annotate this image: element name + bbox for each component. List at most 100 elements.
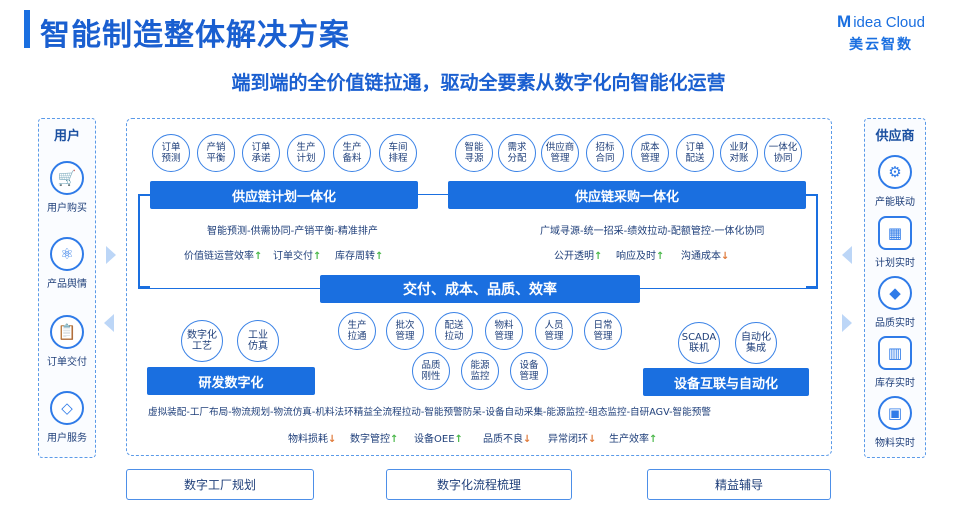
calendar-icon: ▦: [878, 216, 912, 250]
supplier-panel: 供应商 ⚙ 产能联动 ▦ 计划实时 ◆ 品质实时 ▥ 库存实时 ▣ 物料实时: [864, 118, 926, 458]
purchase-circle-0: 智能寻源: [455, 134, 493, 172]
purchase-circle-4: 成本管理: [631, 134, 669, 172]
supplier-item-capacity: ⚙ 产能联动: [865, 155, 925, 208]
bottom-metric-1: 数字管控↑: [350, 434, 399, 445]
up-arrow-icon: ↑: [594, 251, 603, 262]
gear-icon: ⚙: [878, 155, 912, 189]
user-item-purchase: 🛒 用户购买: [39, 161, 95, 214]
plan-desc: 智能预测-供需协同-产销平衡-精准排产: [207, 226, 378, 237]
bottom-metric-0: 物料损耗↓: [288, 434, 337, 445]
main-diagram-box: [126, 118, 832, 456]
up-arrow-icon: ↑: [375, 251, 384, 262]
mid-circle-3: 物料管理: [485, 312, 523, 350]
up-arrow-icon: ↑: [649, 434, 658, 445]
diamond-icon: ◇: [50, 391, 84, 425]
plan-circle-5: 车间排程: [379, 134, 417, 172]
arrow-right-icon: [842, 314, 852, 332]
purchase-metric-1: 响应及时↑: [616, 251, 665, 262]
mid-circle-4: 人员管理: [535, 312, 573, 350]
supplier-item-plan: ▦ 计划实时: [865, 216, 925, 269]
mid-circle-0: 生产拉通: [338, 312, 376, 350]
user-item-service: ◇ 用户服务: [39, 391, 95, 444]
page-subtitle: 端到端的全价值链拉通，驱动全要素从数字化向智能化运营: [231, 72, 726, 94]
up-arrow-icon: ↑: [254, 251, 263, 262]
supplier-item-quality: ◆ 品质实时: [865, 276, 925, 329]
device-bar: 设备互联与自动化: [643, 368, 809, 396]
network-icon: ⚛: [50, 237, 84, 271]
bottom-metric-2: 设备OEE↑: [414, 434, 463, 445]
mid-circle-6: 品质刚性: [412, 352, 450, 390]
mid-circle-7: 能源监控: [461, 352, 499, 390]
plan-circle-0: 订单预测: [152, 134, 190, 172]
mid-circle-5: 日常管理: [584, 312, 622, 350]
device-circle-1: 自动化集成: [735, 322, 777, 364]
down-arrow-icon: ↓: [721, 251, 730, 262]
plan-circle-2: 订单承诺: [242, 134, 280, 172]
mid-circle-1: 批次管理: [386, 312, 424, 350]
arrow-left-icon: [104, 314, 114, 332]
loop-top-link: [418, 194, 448, 195]
purchase-circle-6: 业财对账: [720, 134, 758, 172]
rd-circle-0: 数字化工艺: [181, 320, 223, 362]
loop-bottom-right: [640, 288, 818, 289]
up-arrow-icon: ↑: [656, 251, 665, 262]
plan-circle-3: 生产计划: [287, 134, 325, 172]
digital-factory-planning-button[interactable]: 数字工厂规划: [126, 469, 314, 500]
up-arrow-icon: ↑: [390, 434, 399, 445]
up-arrow-icon: ↑: [454, 434, 463, 445]
plan-circle-1: 产销平衡: [197, 134, 235, 172]
up-arrow-icon: ↑: [313, 251, 322, 262]
bottom-metric-3: 品质不良↓: [483, 434, 532, 445]
logo-cn: 美云智数: [849, 37, 913, 53]
title-accent-bar: [24, 10, 30, 48]
supplier-panel-title: 供应商: [875, 129, 915, 144]
mid-circle-2: 配送拉动: [435, 312, 473, 350]
user-panel: 用户 🛒 用户购买 ⚛ 产品舆情 📋 订单交付 ◇ 用户服务: [38, 118, 96, 458]
user-item-delivery: 📋 订单交付: [39, 315, 95, 368]
arrow-left-icon: [842, 246, 852, 264]
clipboard-icon: 📋: [50, 315, 84, 349]
purchase-bar: 供应链采购一体化: [448, 181, 806, 209]
supplier-item-material: ▣ 物料实时: [865, 396, 925, 449]
bottom-desc: 虚拟装配-工厂布局-物流规划-物流仿真-机料法环精益全流程拉动-智能预警防呆-设…: [148, 407, 711, 418]
arrow-right-icon: [106, 246, 116, 264]
rd-bar: 研发数字化: [147, 367, 315, 395]
plan-metric-2: 库存周转↑: [335, 251, 384, 262]
loop-left: [138, 194, 150, 288]
loop-bottom-left: [138, 288, 320, 289]
plan-bar: 供应链计划一体化: [150, 181, 418, 209]
bottom-metric-4: 异常闭环↓: [548, 434, 597, 445]
purchase-metric-2: 沟通成本↓: [681, 251, 730, 262]
mid-circle-8: 设备管理: [510, 352, 548, 390]
bottom-metric-5: 生产效率↑: [609, 434, 658, 445]
purchase-desc: 广域寻源-统一招采-绩效拉动-配额管控-一体化协同: [540, 226, 765, 237]
warehouse-icon: ▥: [878, 336, 912, 370]
user-item-sentiment: ⚛ 产品舆情: [39, 237, 95, 290]
digital-process-button[interactable]: 数字化流程梳理: [386, 469, 572, 500]
box-icon: ▣: [878, 396, 912, 430]
plan-circle-4: 生产备料: [333, 134, 371, 172]
gem-icon: ◆: [878, 276, 912, 310]
purchase-circle-3: 招标合同: [586, 134, 624, 172]
down-arrow-icon: ↓: [523, 434, 532, 445]
purchase-metric-0: 公开透明↑: [554, 251, 603, 262]
user-panel-title: 用户: [53, 129, 80, 144]
center-bar: 交付、成本、品质、效率: [320, 275, 640, 303]
cart-icon: 🛒: [50, 161, 84, 195]
purchase-circle-1: 需求分配: [498, 134, 536, 172]
lean-coaching-button[interactable]: 精益辅导: [647, 469, 831, 500]
purchase-circle-7: 一体化协同: [764, 134, 802, 172]
plan-metric-0: 价值链运营效率↑: [184, 251, 263, 262]
purchase-circle-2: 供应商管理: [541, 134, 579, 172]
down-arrow-icon: ↓: [588, 434, 597, 445]
page-title: 智能制造整体解决方案: [40, 18, 350, 53]
down-arrow-icon: ↓: [328, 434, 337, 445]
plan-metric-1: 订单交付↑: [273, 251, 322, 262]
rd-circle-1: 工业仿真: [237, 320, 279, 362]
supplier-item-inventory: ▥ 库存实时: [865, 336, 925, 389]
purchase-circle-5: 订单配送: [676, 134, 714, 172]
loop-right: [806, 194, 818, 288]
